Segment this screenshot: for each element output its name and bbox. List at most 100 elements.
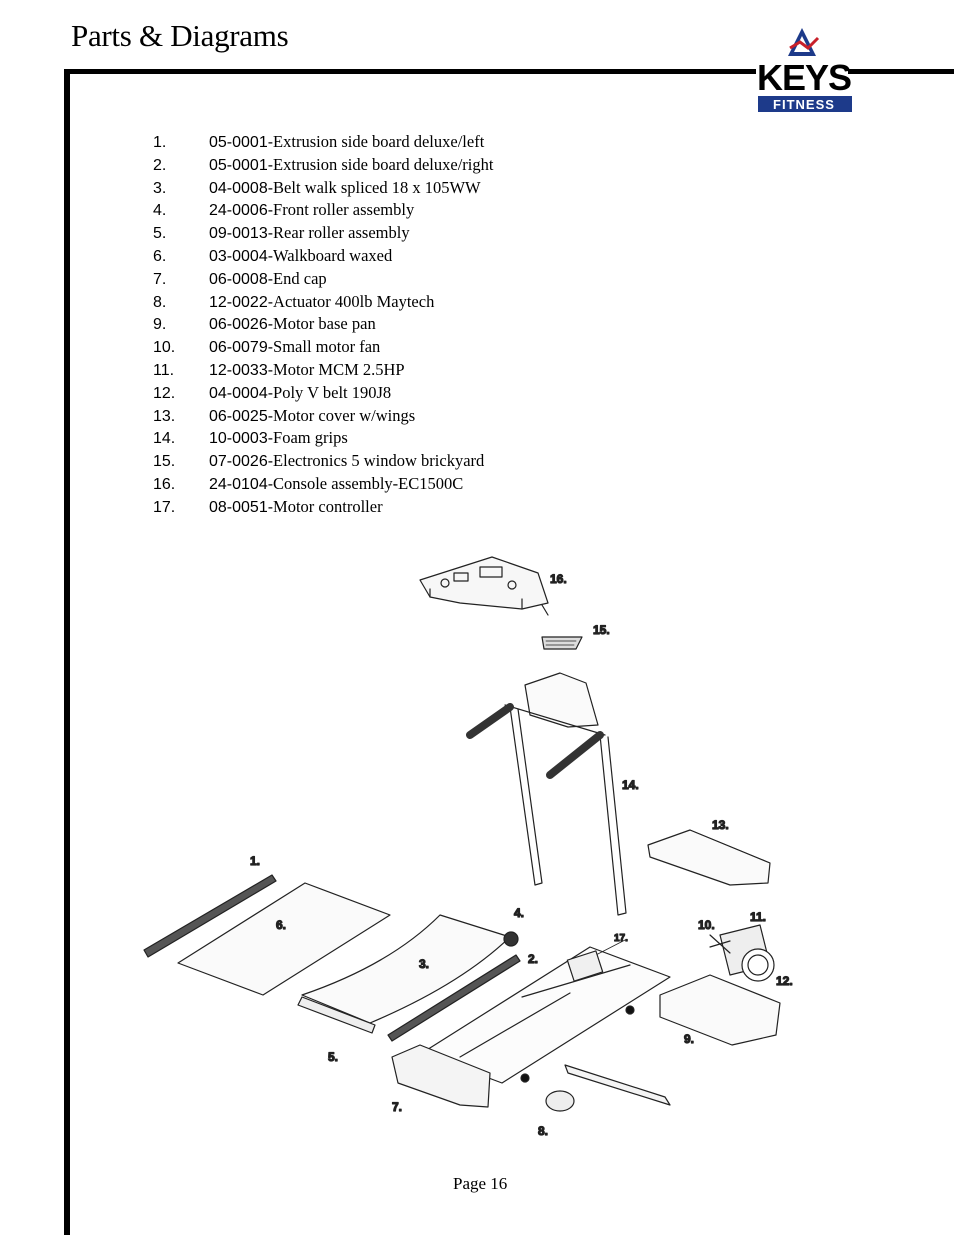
callout-9: 9.: [684, 1032, 694, 1046]
list-item: 8. 12-0022-Actuator 400lb Maytech: [153, 291, 493, 314]
part-description: Motor base pan: [273, 314, 376, 334]
part-code: 07-0026-: [209, 453, 274, 471]
part-code: 06-0008-: [209, 270, 274, 288]
electronics-board: [541, 604, 583, 650]
part-code: 08-0051-: [209, 498, 274, 516]
header-rule-right: [846, 69, 954, 74]
part-code: 24-0104-: [209, 475, 274, 493]
keys-fitness-logo: KEYS FITNESS: [757, 28, 852, 112]
part-code: 09-0013-: [209, 225, 274, 243]
part-number: 8.: [153, 293, 167, 311]
motor-assembly: [709, 924, 775, 982]
parts-list: 1.05-0001-Extrusion side board deluxe/le…: [153, 131, 493, 519]
part-number: 16.: [153, 475, 176, 493]
list-item: 14. 10-0003-Foam grips: [153, 427, 493, 450]
motor-base-pan: [659, 974, 781, 1046]
part-number: 5.: [153, 225, 167, 243]
part-number: 1.: [153, 134, 167, 151]
exploded-parts-diagram: 1. 2. 3. 4. 5. 6. 7. 8. 9. 10. 11. 12. 1…: [143, 556, 793, 1139]
part-number: 2.: [153, 156, 167, 174]
page-title: Parts & Diagrams: [71, 18, 289, 53]
list-item: 12. 04-0004-Poly V belt 190J8: [153, 382, 493, 405]
part-description: Extrusion side board deluxe/right: [273, 154, 494, 174]
part-code: 06-0026-: [209, 316, 274, 334]
actuator: [545, 1064, 671, 1112]
list-item: 10. 06-0079-Small motor fan: [153, 336, 493, 359]
list-item: 3. 04-0008-Belt walk spliced 18 x 105WW: [153, 177, 493, 200]
list-item: 7. 06-0008-End cap: [153, 268, 493, 291]
callout-2: 2.: [528, 952, 538, 966]
end-cap: [391, 1044, 491, 1108]
list-item: 15. 07-0026-Electronics 5 window brickyar…: [153, 450, 493, 473]
callout-4: 4.: [514, 906, 524, 920]
side-rail-left: [143, 874, 277, 958]
part-description: Actuator 400lb Maytech: [273, 291, 435, 311]
part-number: 15.: [153, 453, 176, 471]
upright-assembly: [466, 672, 627, 916]
part-number: 7.: [153, 270, 167, 288]
callout-8: 8.: [538, 1124, 548, 1138]
part-description: Rear roller assembly: [273, 223, 410, 243]
callout-15: 15.: [593, 623, 610, 637]
part-code: 24-0006-: [209, 202, 274, 220]
part-code: 10-0003-: [209, 430, 274, 448]
callout-14: 14.: [622, 778, 639, 792]
callout-13: 13.: [712, 818, 729, 832]
part-description: Poly V belt 190J8: [273, 382, 392, 402]
part-description: Small motor fan: [273, 337, 381, 357]
list-item: 2. 05-0001-Extrusion side board deluxe/ri…: [153, 154, 493, 177]
logo-keys-text: KEYS: [757, 57, 851, 98]
part-code: 12-0033-: [209, 361, 274, 379]
list-item: 1. 05-0001-Extrusion side board deluxe/le…: [153, 131, 493, 154]
header-rule: [64, 69, 756, 74]
list-item: 6.03-0004-Walkboard waxed: [153, 245, 493, 268]
part-number: 11.: [153, 361, 175, 379]
part-number: 17.: [153, 498, 176, 516]
part-description: Extrusion side board deluxe/left: [273, 132, 485, 151]
list-item: 16. 24-0104-Console assembly-EC1500C: [153, 473, 493, 496]
part-code: 12-0022-: [209, 293, 274, 311]
motor-cover: [647, 829, 771, 886]
left-margin-rule: [64, 69, 70, 1235]
list-item: 13. 06-0025-Motor cover w/wings: [153, 405, 493, 428]
front-roller-end: [503, 931, 519, 947]
part-description: Motor cover w/wings: [273, 405, 416, 425]
part-code: 04-0008-: [209, 179, 274, 197]
part-description: Motor controller: [273, 496, 383, 516]
part-description: Console assembly-EC1500C: [273, 473, 464, 493]
part-description: Electronics 5 window brickyard: [273, 451, 485, 471]
part-code: 05-0001-: [209, 134, 274, 151]
part-number: 14.: [153, 430, 176, 448]
part-code: 04-0004-: [209, 384, 274, 402]
part-description: Foam grips: [273, 428, 348, 448]
callout-12: 12.: [776, 974, 793, 988]
part-code: 06-0025-: [209, 407, 274, 425]
part-number: 12.: [153, 384, 176, 402]
part-number: 10.: [153, 339, 176, 357]
part-number: 6.: [153, 247, 167, 265]
callout-11: 11.: [750, 910, 766, 924]
part-code: 06-0079-: [209, 339, 274, 357]
console-assembly: [419, 556, 549, 610]
part-description: Motor MCM 2.5HP: [273, 359, 405, 379]
callout-1: 1.: [250, 854, 260, 868]
part-number: 9.: [153, 316, 167, 334]
callout-6: 6.: [276, 918, 286, 932]
page-number: Page 16: [453, 1174, 508, 1193]
part-description: Belt walk spliced 18 x 105WW: [273, 177, 481, 197]
part-code: 05-0001-: [209, 156, 274, 174]
callout-7: 7.: [392, 1100, 402, 1114]
rear-roller: [297, 996, 376, 1034]
list-item: 17. 08-0051-Motor controller: [153, 496, 493, 519]
logo-fitness-text: FITNESS: [773, 97, 835, 112]
list-item: 4.24-0006-Front roller assembly: [153, 199, 493, 222]
callout-16: 16.: [550, 572, 567, 586]
part-description: Front roller assembly: [273, 200, 415, 220]
part-number: 3.: [153, 179, 167, 197]
part-description: End cap: [273, 268, 327, 288]
list-item: 5. 09-0013-Rear roller assembly: [153, 222, 493, 245]
motor-controller: [566, 950, 604, 982]
side-rail-right: [387, 954, 521, 1042]
part-number: 13.: [153, 407, 176, 425]
callout-3: 3.: [419, 957, 429, 971]
